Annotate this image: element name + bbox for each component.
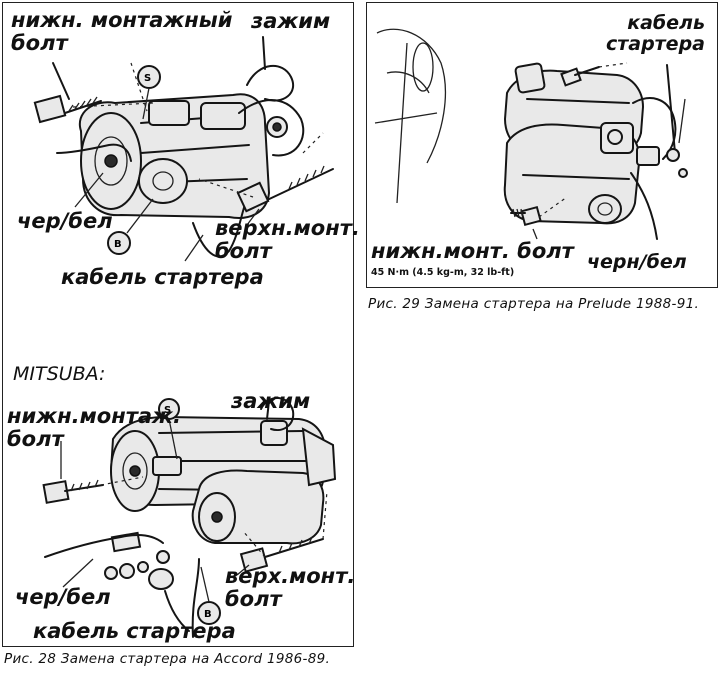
upper-mounting-bolt-label-top: верхн.монт. болт <box>215 216 360 263</box>
s-terminal-mark: S <box>144 73 151 84</box>
black-white-wire-label-top: чер/бел <box>17 209 113 233</box>
starter-body-top <box>78 93 305 219</box>
clamp-label-top: зажим <box>251 9 331 33</box>
lower-bolt-drawing-bottom <box>42 441 104 504</box>
prelude-starter-body <box>503 62 660 225</box>
starter-illustration-prelude <box>374 28 688 240</box>
starter-illustration-top: S B <box>33 36 334 262</box>
starter-body-bottom <box>109 415 337 545</box>
figure-29-caption: Рис. 29 Замена стартера на Prelude 1988-… <box>368 296 700 312</box>
black-white-wire-label-bottom: чер/бел <box>15 585 111 609</box>
upper-mounting-bolt-label-bottom: верх.монт. болт <box>225 564 356 611</box>
starter-cable-label-top: кабель стартера <box>61 265 264 289</box>
lower-mounting-bolt-label-top: нижн. монтажный болт <box>11 8 233 55</box>
lower-mounting-bolt-label-bottom: нижн.монтаж. болт <box>7 404 181 451</box>
starter-cable-label-bottom: кабель стартера <box>33 619 236 643</box>
mitsuba-heading: MITSUBA: <box>13 363 106 385</box>
b-terminal-mark: B <box>114 239 122 250</box>
starter-cable-label-prelude: кабель стартера <box>605 12 705 55</box>
s-terminal-mark-bottom: S <box>164 405 171 416</box>
lower-bolt-torque-spec: 45 N·m (4.5 kg-m, 32 lb-ft) <box>371 267 515 278</box>
figure-29-panel: кабель стартера нижн.монт. болт 45 N·m (… <box>366 2 718 288</box>
starter-illustration-bottom: S B <box>42 397 337 638</box>
figure-28-caption: Рис. 28 Замена стартера на Accord 1986-8… <box>4 651 331 667</box>
clamp-label-bottom: зажим <box>231 389 311 413</box>
b-terminal-mark-bottom: B <box>204 609 212 620</box>
figure-28-panel: S B нижн. монтажный болт зажим чер/бел в… <box>2 2 360 647</box>
clamp-drawing <box>246 36 294 102</box>
black-white-wire-label-prelude: черн/бел <box>587 251 687 273</box>
lower-mounting-bolt-label-prelude: нижн.монт. болт <box>371 239 574 263</box>
